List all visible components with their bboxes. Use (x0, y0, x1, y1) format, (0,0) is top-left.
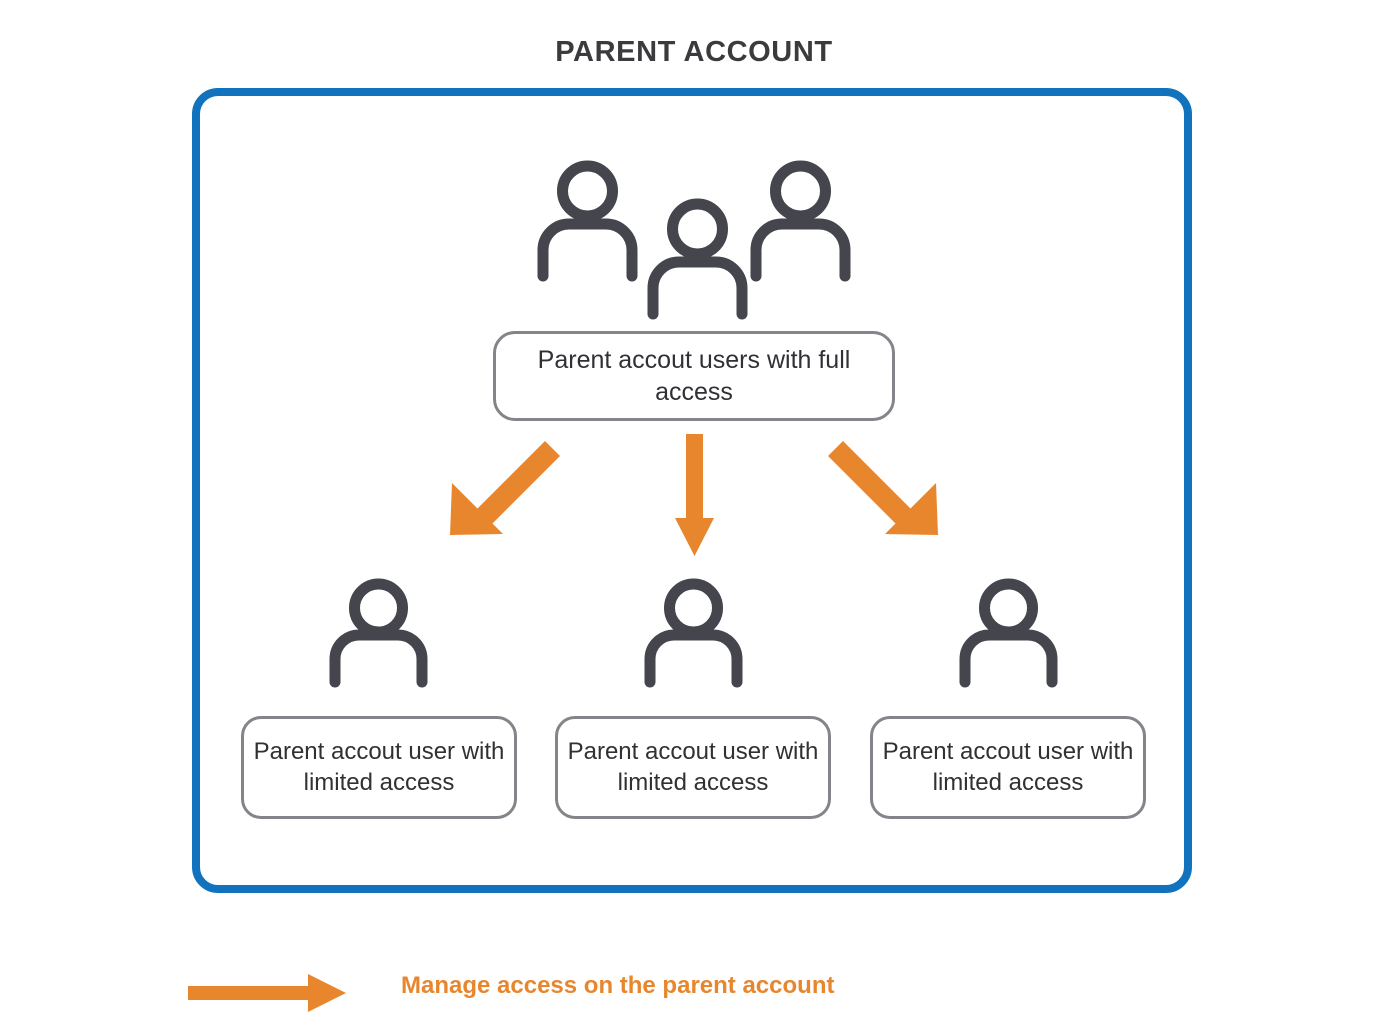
legend-label: Manage access on the parent account (401, 972, 835, 999)
person-icon (644, 196, 751, 320)
limited-access-label: Parent accout user with limited access (555, 716, 831, 819)
page-title: PARENT ACCOUNT (555, 36, 833, 68)
parent-full-access-label: Parent accout users with full access (493, 331, 895, 421)
person-icon (955, 578, 1062, 688)
person-icon (534, 158, 641, 282)
person-icon (747, 158, 854, 282)
limited-access-label: Parent accout user with limited access (870, 716, 1146, 819)
three-people-icon (534, 158, 854, 320)
arrow-right-icon (188, 974, 346, 1012)
legend: Manage access on the parent account (186, 962, 886, 1022)
person-icon (640, 578, 747, 688)
limited-access-label: Parent accout user with limited access (241, 716, 517, 819)
person-icon (325, 578, 432, 688)
